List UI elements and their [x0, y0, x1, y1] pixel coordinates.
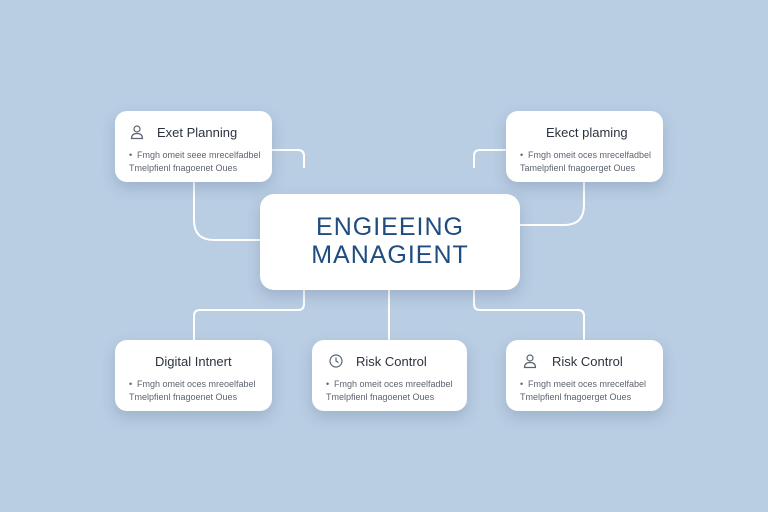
- person-icon: [523, 354, 537, 369]
- node-body: • Fmgh omeit oces mrecelfadbel Tamelpfien…: [520, 149, 651, 175]
- center-title-line2: MANAGIENT: [311, 241, 469, 269]
- node-line-2: Tmelpfienl fnagoenet Oues: [326, 392, 435, 402]
- node-title: Risk Control: [552, 354, 623, 369]
- node-line-1: Fmgh meeit oces mrecelfabel: [528, 379, 647, 389]
- connector-tl-down: [193, 182, 262, 241]
- node-title: Exet Planning: [157, 125, 238, 140]
- connector-tr-down: [518, 182, 585, 226]
- node-title: Digital Intnert: [155, 354, 232, 369]
- node-top-left: Exet Planning • Fmgh omeit seee mrecelfad…: [115, 111, 272, 182]
- node-top-right: Ekect plaming • Fmgh omeit oces mrecelfad…: [506, 111, 663, 182]
- node-body: • Fmgh meeit oces mrecelfabel Tmelpfienl …: [520, 378, 646, 404]
- node-line-1: Fmgh omeit oces mreelfadbel: [334, 379, 453, 389]
- node-bottom-left: Digital Intnert • Fmgh omeit oces mreoelf…: [115, 340, 272, 411]
- node-line-1: Fmgh omeit oces mrecelfadbel: [528, 150, 652, 160]
- bullet: •: [520, 379, 524, 389]
- node-line-2: Tmelpfienl fnagoerget Oues: [520, 392, 632, 402]
- connector-tl-right: [270, 149, 305, 168]
- node-body: • Fmgh omeit seee mrecelfadbel Tmelpfienl…: [129, 149, 261, 175]
- center-node: ENGIEEING MANAGIENT: [260, 194, 520, 290]
- node-title: Risk Control: [356, 354, 427, 369]
- connector-br: [473, 290, 585, 340]
- connector-bl: [193, 290, 305, 340]
- node-line-1: Fmgh omeit oces mreoelfabel: [137, 379, 256, 389]
- node-bottom-right: Risk Control • Fmgh meeit oces mrecelfabe…: [506, 340, 663, 411]
- node-line-1: Fmgh omeit seee mrecelfadbel: [137, 150, 261, 160]
- clock-icon: [329, 354, 343, 368]
- node-title: Ekect plaming: [546, 125, 628, 140]
- node-line-2: Tamelpfienl fnagoerget Oues: [520, 163, 636, 173]
- center-title-line1: ENGIEEING: [316, 213, 464, 241]
- node-line-2: Tmelpfienl fnagoenet Oues: [129, 163, 238, 173]
- node-line-2: Tmelpfienl fnagoenet Oues: [129, 392, 238, 402]
- node-bottom-middle: Risk Control • Fmgh omeit oces mreelfadbe…: [312, 340, 467, 411]
- connector-tr-left: [473, 149, 506, 168]
- bullet: •: [129, 379, 133, 389]
- bullet: •: [520, 150, 524, 160]
- node-body: • Fmgh omeit oces mreelfadbel Tmelpfienl …: [326, 378, 453, 404]
- bullet: •: [129, 150, 133, 160]
- node-body: • Fmgh omeit oces mreoelfabel Tmelpfienl …: [129, 378, 256, 404]
- bullet: •: [326, 379, 330, 389]
- person-icon: [130, 125, 144, 140]
